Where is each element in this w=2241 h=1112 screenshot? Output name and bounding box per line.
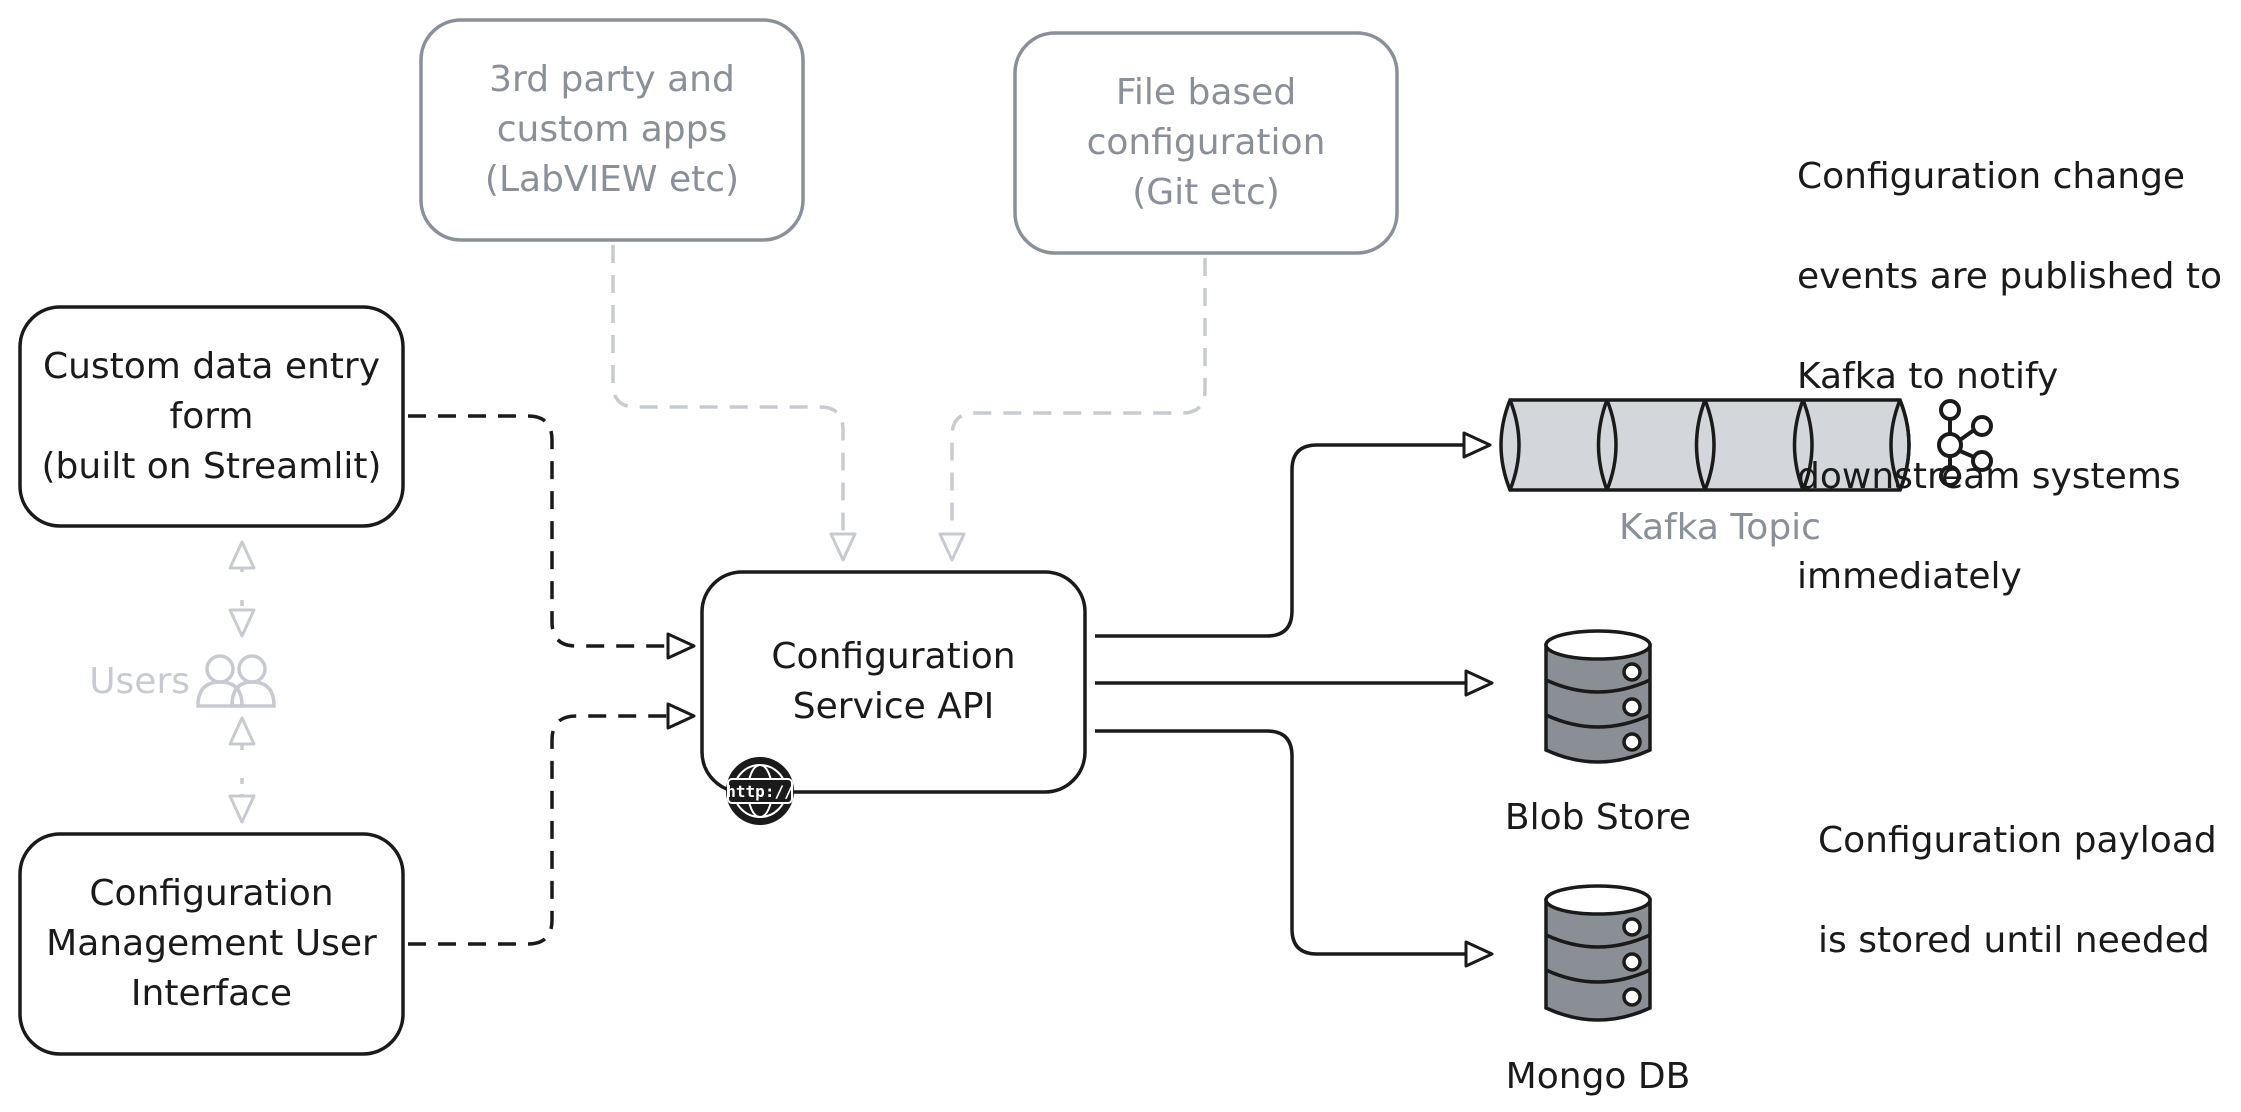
payload-note-line-2: is stored until needed — [1818, 920, 2210, 961]
kafka-note-line-4: downstream systems — [1797, 456, 2181, 497]
api-box — [700, 570, 1087, 794]
api-to-mongo-connector — [1095, 729, 1494, 968]
custom-form-box — [18, 305, 405, 528]
kafka-topic-icon — [1499, 398, 1911, 492]
config-ui-label: Configuration Management User Interface — [20, 834, 403, 1054]
config-ui-line-1: Configuration — [89, 873, 334, 914]
users-label: Users — [89, 661, 190, 702]
config-ui-line-2: Management User — [46, 923, 377, 964]
kafka-note: Configuration change events are publishe… — [1797, 102, 2237, 652]
third-party-box — [419, 18, 805, 242]
kafka-logo-icon — [1937, 399, 1993, 487]
file-based-line-2: configuration — [1086, 122, 1326, 163]
file-based-line-3: (Git etc) — [1132, 172, 1280, 213]
custom-form-line-2: form — [169, 395, 254, 437]
api-to-kafka-connector — [1095, 431, 1492, 638]
payload-note: Configuration payload is stored until ne… — [1818, 766, 2238, 1016]
third-party-label: 3rd party and custom apps (LabVIEW etc) — [421, 20, 803, 240]
custom-form-line-3: (built on Streamlit) — [41, 445, 382, 487]
users-icon — [196, 654, 276, 708]
globe-icon: http:// — [726, 757, 794, 825]
third-party-line-1: 3rd party and — [489, 59, 735, 100]
custom-form-label: Custom data entry form (built on Streaml… — [20, 307, 403, 526]
third-party-line-3: (LabVIEW etc) — [484, 159, 740, 200]
database-icon — [1544, 629, 1652, 764]
config-ui-to-api-connector — [408, 702, 696, 946]
custom-form-to-api-connector — [408, 414, 696, 660]
kafka-note-line-1: Configuration change — [1797, 156, 2186, 197]
config-ui-line-3: Interface — [130, 973, 293, 1014]
third-party-to-api-connector — [611, 245, 857, 562]
file-based-label: File based configuration (Git etc) — [1015, 33, 1397, 253]
kafka-topic-label: Kafka Topic — [1619, 507, 1821, 548]
payload-note-line-1: Configuration payload — [1818, 820, 2217, 861]
file-based-line-1: File based — [1115, 72, 1297, 113]
file-based-box — [1013, 31, 1399, 255]
http-badge-text: http:// — [726, 782, 793, 801]
kafka-note-line-3: Kafka to notify — [1797, 356, 2059, 397]
blob-store-label: Blob Store — [1504, 797, 1692, 838]
file-based-to-api-connector — [938, 258, 1207, 562]
kafka-note-line-5: immediately — [1797, 556, 2022, 597]
api-line-1: Configuration — [771, 636, 1016, 677]
kafka-note-line-2: events are published to — [1797, 256, 2223, 297]
third-party-line-2: custom apps — [496, 109, 728, 150]
api-label: Configuration Service API — [702, 572, 1085, 792]
mongo-db-label: Mongo DB — [1505, 1056, 1691, 1097]
database-icon — [1544, 884, 1652, 1022]
custom-form-line-1: Custom data entry — [42, 345, 381, 387]
config-ui-box — [18, 832, 405, 1056]
api-line-2: Service API — [792, 686, 995, 727]
